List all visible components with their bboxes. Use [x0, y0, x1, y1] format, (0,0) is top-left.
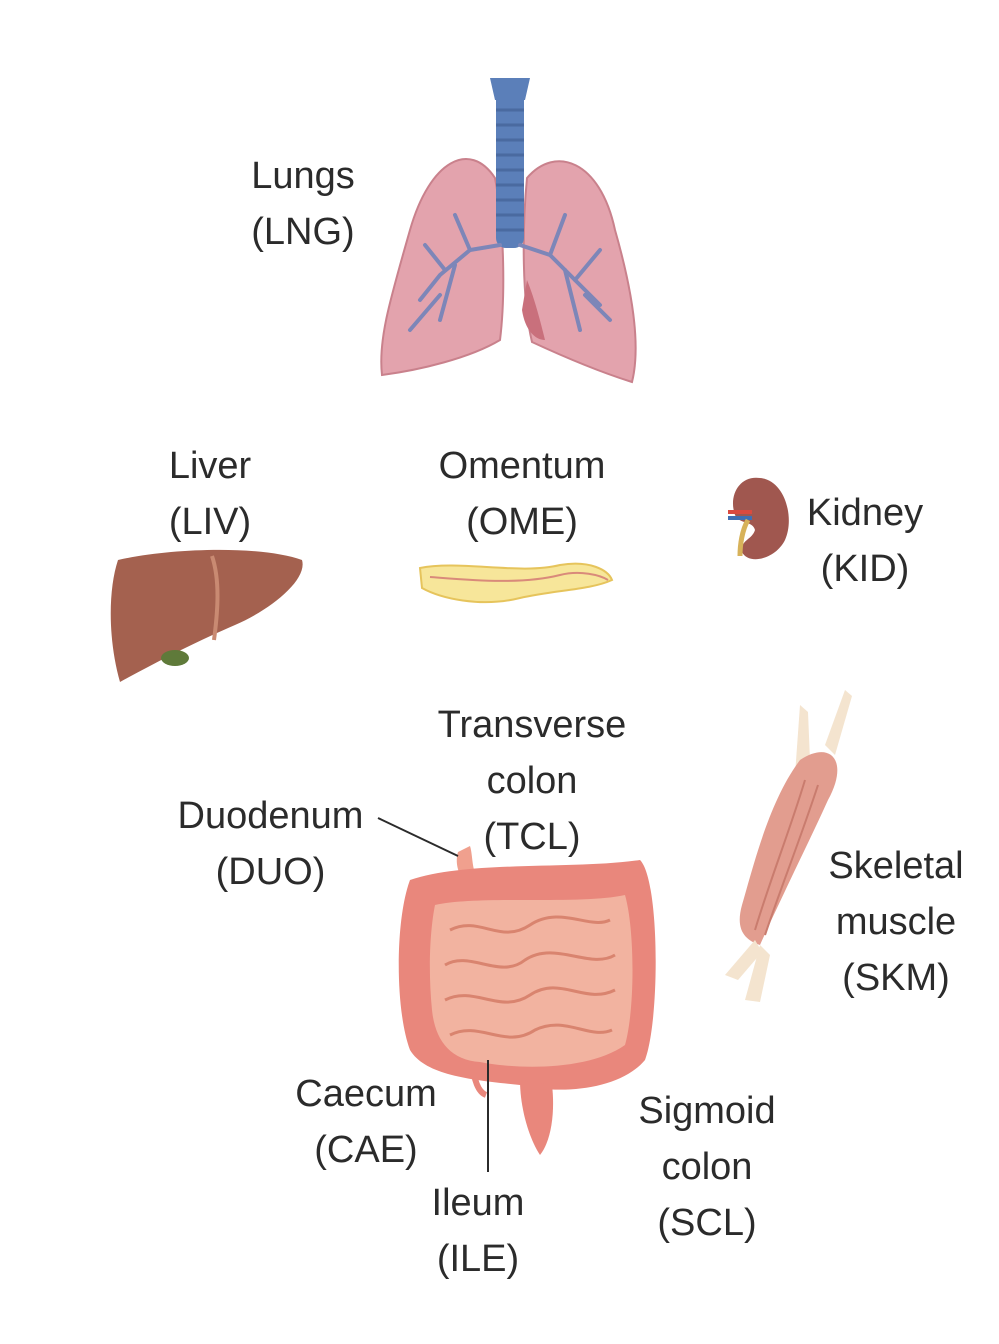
skeletal-muscle-name-line2: muscle [835, 901, 957, 943]
kidney-name: Kidney [806, 492, 924, 534]
caecum-label: Caecum (CAE) [280, 1066, 452, 1178]
sigmoid-colon-label: Sigmoid colon (SCL) [622, 1083, 792, 1251]
omentum-name: Omentum [438, 445, 606, 487]
sigmoid-colon-code: (SCL) [657, 1202, 757, 1244]
sigmoid-colon-name-line2: colon [661, 1146, 753, 1188]
kidney-illustration [728, 477, 789, 560]
caecum-name: Caecum [295, 1073, 437, 1115]
lungs-code: (LNG) [251, 211, 355, 253]
omentum-illustration [418, 562, 614, 604]
lungs-label: Lungs (LNG) [218, 148, 388, 260]
liver-name: Liver [168, 445, 252, 487]
ileum-code: (ILE) [436, 1238, 520, 1280]
duodenum-code: (DUO) [215, 851, 326, 893]
duodenum-label: Duodenum (DUO) [158, 788, 383, 900]
ileum-label: Ileum (ILE) [408, 1175, 548, 1287]
skeletal-muscle-illustration [725, 690, 852, 1002]
omentum-label: Omentum (OME) [412, 438, 632, 550]
lungs-illustration [380, 78, 637, 384]
skeletal-muscle-name-line1: Skeletal [828, 845, 964, 887]
lungs-name: Lungs [251, 155, 355, 197]
sigmoid-colon-name-line1: Sigmoid [638, 1090, 776, 1132]
transverse-colon-code: (TCL) [483, 816, 581, 858]
transverse-colon-name-line1: Transverse [437, 704, 627, 746]
duodenum-name: Duodenum [177, 795, 364, 837]
ileum-name: Ileum [431, 1182, 525, 1224]
duodenum-leader-line [377, 817, 459, 857]
transverse-colon-label: Transverse colon (TCL) [412, 697, 652, 865]
liver-code: (LIV) [168, 501, 252, 543]
intestines-illustration [398, 846, 656, 1155]
omentum-code: (OME) [466, 501, 578, 543]
kidney-code: (KID) [820, 548, 910, 590]
transverse-colon-name-line2: colon [486, 760, 578, 802]
caecum-code: (CAE) [314, 1129, 418, 1171]
liver-illustration [110, 549, 303, 682]
kidney-label: Kidney (KID) [790, 485, 940, 597]
skeletal-muscle-code: (SKM) [842, 957, 950, 999]
skeletal-muscle-label: Skeletal muscle (SKM) [812, 838, 980, 1006]
liver-label: Liver (LIV) [125, 438, 295, 550]
